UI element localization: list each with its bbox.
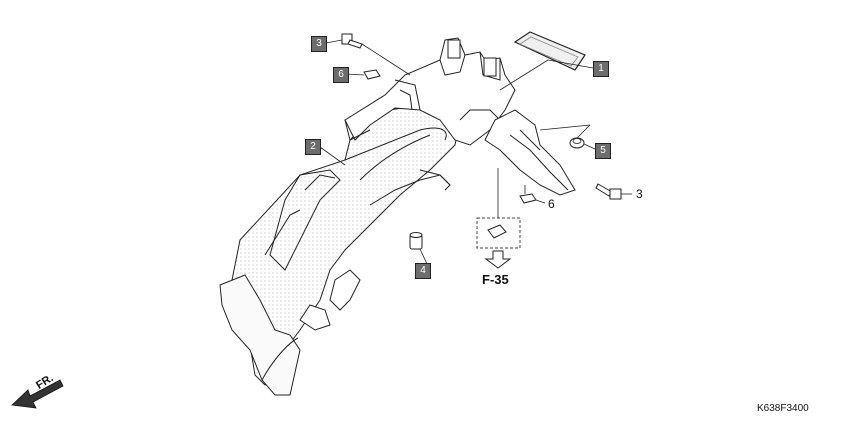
collar [409,232,423,250]
reflector [513,31,586,71]
bolt-top [341,33,363,49]
callout-5: 5 [595,143,611,159]
callout-4: 4 [415,263,431,279]
callout-1: 1 [593,61,609,77]
callout-3-top: 3 [311,36,327,52]
leader-lines [319,39,632,265]
clip-right [519,193,537,204]
upper-bracket [344,37,516,146]
bolt-right [595,183,622,200]
diagram-code: K638F3400 [757,403,809,414]
callout-3-right: 3 [636,187,643,201]
fender-front-flap [219,274,301,396]
callout-6-top: 6 [333,67,349,83]
plate-bracket [484,109,576,196]
nut [569,137,585,149]
detail-box [476,217,521,249]
reference-label: F-35 [482,272,509,287]
arrow-down-icon [484,250,512,269]
callout-2: 2 [305,139,321,155]
clip-top [363,69,381,80]
front-arrow-icon [11,379,64,409]
callout-6-right: 6 [548,197,555,211]
